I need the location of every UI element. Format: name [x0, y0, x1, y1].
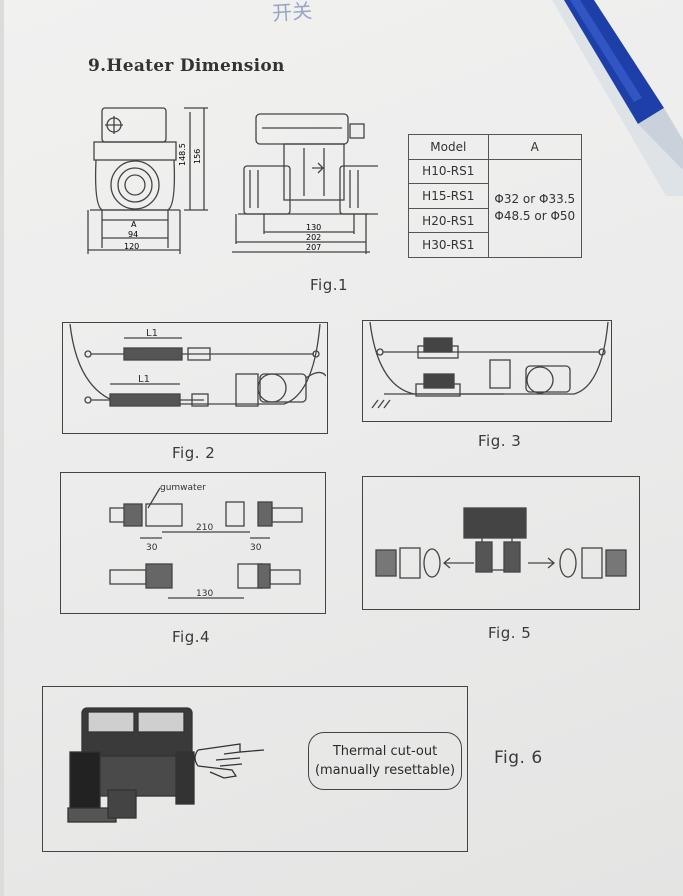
fig5-drawing: [375, 507, 627, 579]
fig5-caption: Fig. 5: [488, 624, 532, 642]
fig4-dim-210: 210: [196, 523, 213, 533]
dim-156: 156: [193, 149, 202, 164]
table-row: H15-RS1: [408, 183, 582, 209]
model-cell: H10-RS1: [408, 158, 489, 185]
table-row: H30-RS1: [408, 232, 582, 258]
dim-148-5: 148.5: [178, 143, 187, 166]
dim-130: 130: [306, 223, 321, 232]
thermal-cutout-callout: Thermal cut-out (manually resettable): [308, 732, 462, 790]
table-row: H20-RS1: [408, 207, 582, 234]
fig4-caption: Fig.4: [172, 628, 211, 646]
a-value-line-1: Φ32 or Φ33.5: [494, 192, 576, 207]
header-model: Model: [408, 134, 489, 160]
fig4-dim-130: 130: [196, 589, 213, 599]
fig1-side-view: 130 202 207: [232, 113, 378, 254]
dim-a: A: [131, 220, 137, 229]
dim-207: 207: [306, 243, 321, 252]
callout-line-2: (manually resettable): [314, 763, 456, 778]
dim-120: 120: [124, 242, 139, 251]
manual-page: 开关 9.Heater Dimension 148.5 156 A 94 120: [4, 0, 683, 896]
fig5-frame: [362, 476, 640, 610]
model-cell: H20-RS1: [408, 207, 489, 234]
pointing-hand-icon: [194, 743, 265, 779]
fig2-label-l1-top: L1: [146, 328, 158, 339]
fig1-front-view: 148.5 156 A 94 120: [87, 107, 208, 254]
pen-object: [552, 0, 683, 196]
dim-202: 202: [306, 233, 321, 242]
model-dimension-table: Model A H10-RS1 Φ32 or Φ33.5 Φ48.5 or Φ5…: [408, 134, 583, 259]
handwritten-scribble: 开关: [271, 0, 313, 26]
fig4-label-gumwater: gumwater: [160, 483, 206, 493]
fig4-drawing: gumwater 30 210 30 130: [109, 483, 303, 599]
fig6-caption: Fig. 6: [494, 748, 543, 768]
section-title: 9.Heater Dimension: [88, 56, 285, 76]
fig2-caption: Fig. 2: [172, 444, 216, 462]
fig2-frame: [62, 322, 328, 434]
model-cell: H30-RS1: [408, 232, 489, 258]
model-cell: H15-RS1: [408, 183, 489, 209]
fig2-label-l1-bottom: L1: [138, 374, 150, 385]
a-values-cell: Φ32 or Φ33.5 Φ48.5 or Φ50: [487, 158, 583, 259]
table-row: H10-RS1 Φ32 or Φ33.5 Φ48.5 or Φ50: [408, 158, 583, 259]
fig1-caption: Fig.1: [310, 276, 349, 294]
fig4-frame: [60, 472, 326, 614]
fig4-dim-30-left: 30: [146, 543, 158, 553]
callout-line-1: Thermal cut-out: [332, 744, 438, 759]
fig3-frame: [362, 320, 612, 422]
fig6-frame: [42, 686, 468, 852]
fig3-drawing: [369, 322, 609, 409]
dim-94: 94: [128, 230, 138, 239]
a-value-line-2: Φ48.5 or Φ50: [494, 209, 576, 224]
fig2-drawing: L1 L1: [69, 324, 326, 407]
fig4-dim-30-right: 30: [250, 543, 262, 553]
table-header-row: Model A: [408, 134, 583, 160]
fig6-heater-drawing: [67, 707, 265, 823]
fig3-caption: Fig. 3: [478, 432, 522, 450]
